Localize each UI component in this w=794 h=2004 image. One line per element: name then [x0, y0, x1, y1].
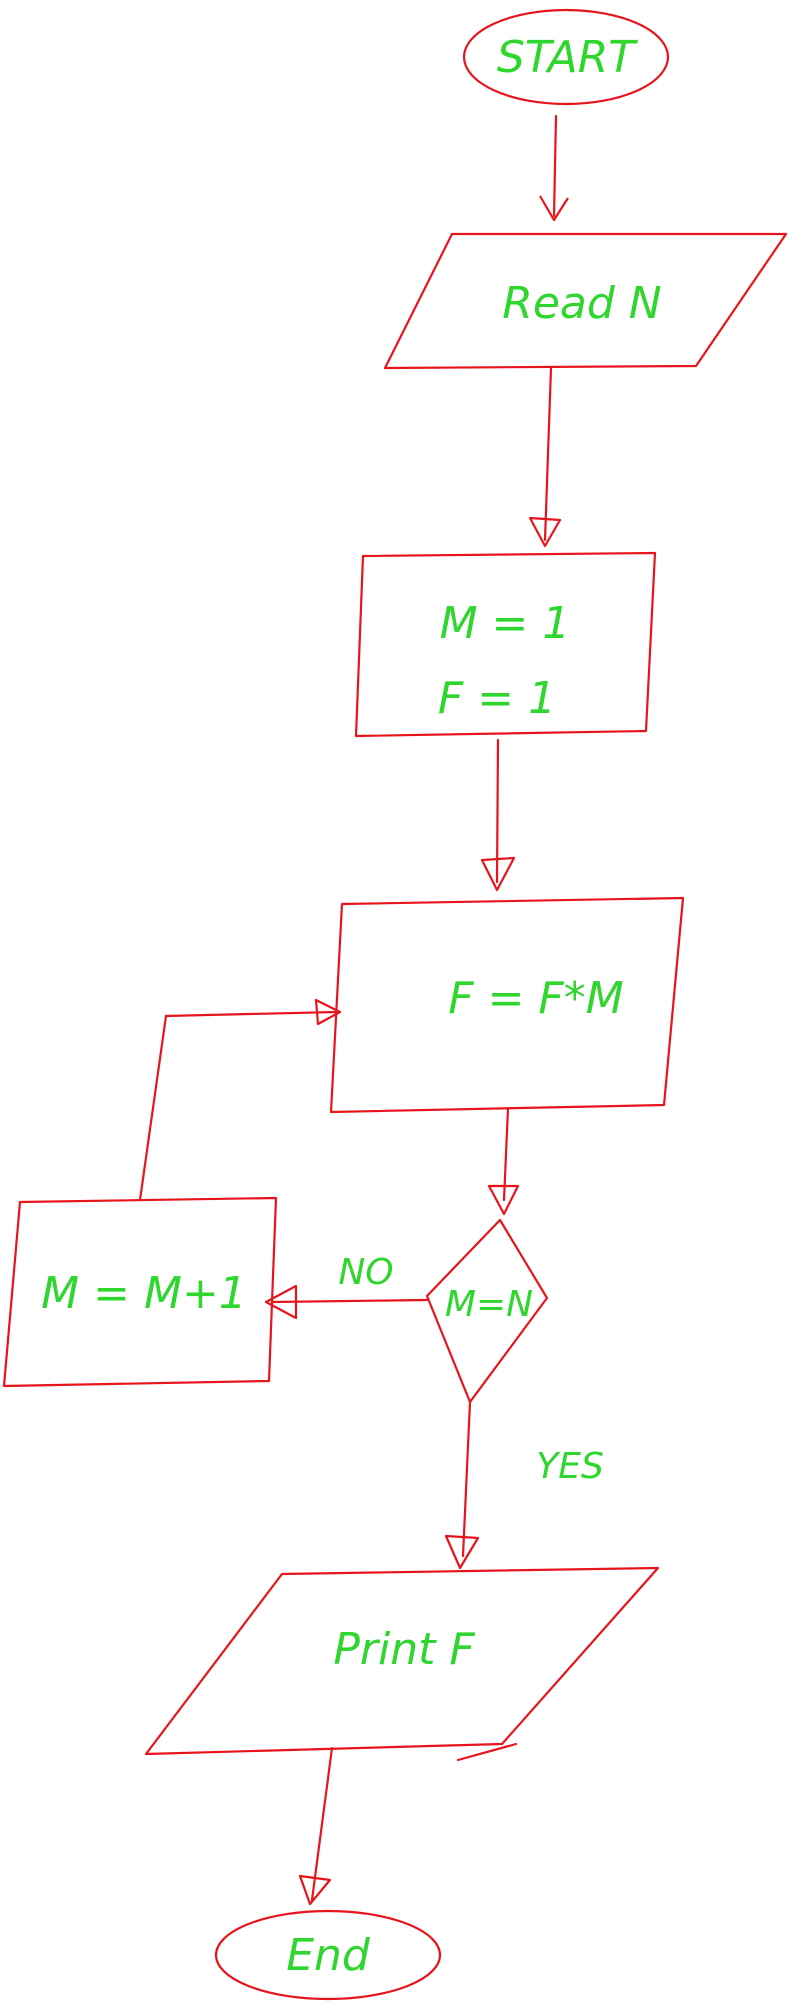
connector-start-read: [539, 114, 569, 222]
connector-init-multiply: [480, 738, 516, 892]
print-node: Print F: [144, 1566, 660, 1762]
read-label: Read N: [502, 278, 661, 329]
read-parallelogram: [383, 232, 788, 370]
end-oval: [214, 1909, 442, 2001]
multiply-label: F = F*M: [448, 973, 623, 1024]
connector-loop-back: [138, 998, 342, 1202]
multiply-node: F = F*M: [329, 896, 685, 1114]
read-node: Read N: [383, 232, 788, 370]
increment-rect: [2, 1196, 278, 1388]
connector-yes-branch: YES: [444, 1400, 604, 1570]
connector-no-branch: NO: [264, 1252, 429, 1320]
init-m-label: M = 1: [440, 598, 571, 649]
init-rect: [354, 551, 657, 738]
start-label: START: [497, 32, 638, 83]
end-label: End: [286, 1930, 371, 1981]
no-edge-label: NO: [338, 1252, 393, 1293]
connector-print-end: [298, 1746, 334, 1906]
yes-edge-label: YES: [536, 1446, 604, 1487]
start-oval: [462, 8, 670, 106]
connector-multiply-decision: [487, 1106, 520, 1216]
increment-node: M = M+1: [2, 1196, 278, 1388]
decision-label: M=N: [445, 1284, 533, 1325]
end-node: End: [214, 1909, 442, 2001]
connector-read-init: [528, 366, 562, 548]
init-f-label: F = 1: [438, 673, 556, 724]
init-node: M = 1 F = 1: [354, 551, 657, 738]
print-label: Print F: [333, 1624, 475, 1675]
print-parallelogram: [144, 1566, 660, 1756]
start-node: START: [462, 8, 670, 106]
increment-label: M = M+1: [41, 1268, 247, 1319]
multiply-rect: [329, 896, 685, 1114]
decision-node: M=N: [425, 1218, 549, 1404]
